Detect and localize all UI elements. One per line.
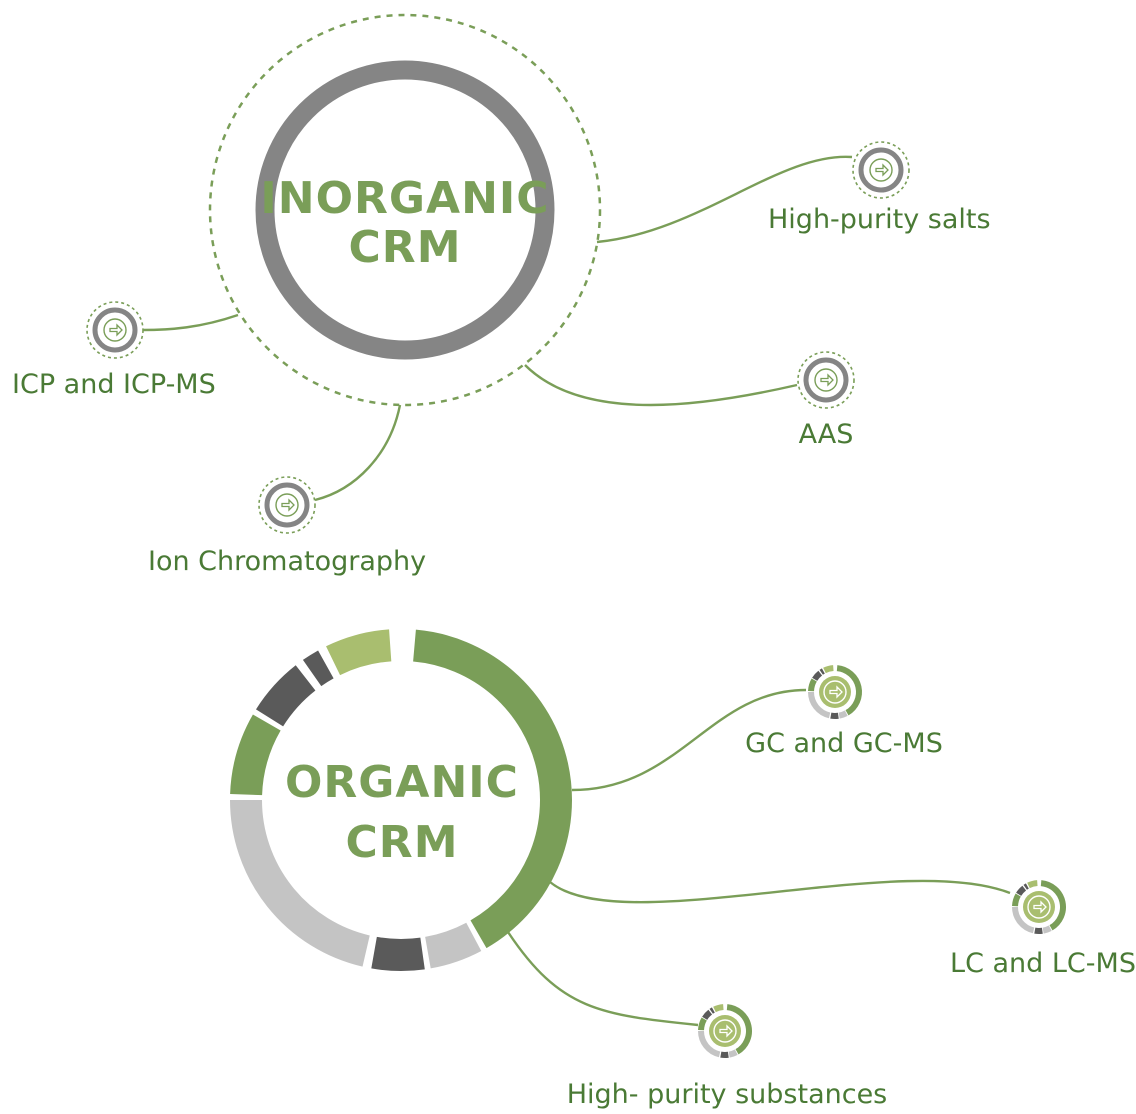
organic-hub: ORGANIC CRM bbox=[230, 629, 572, 971]
mini-ring-3-segment-8 bbox=[713, 1004, 724, 1013]
organic-ring-segment-8 bbox=[326, 629, 392, 676]
inorganic-ring bbox=[255, 60, 555, 360]
mini-ring-2-segment-5 bbox=[1012, 893, 1021, 907]
inorganic-hub: INORGANIC CRM bbox=[208, 13, 602, 407]
mini-ring-2-segment-2 bbox=[1042, 925, 1052, 934]
inorganic-title-line2: CRM bbox=[349, 222, 462, 273]
mini-ring-3-segment-1 bbox=[726, 1004, 752, 1055]
mini-ring-2-segment-7 bbox=[1023, 883, 1029, 890]
arrow-right-icon bbox=[709, 1015, 741, 1047]
mini-ring-1-segment-2 bbox=[838, 710, 848, 719]
organic-ring-segment-3 bbox=[371, 936, 425, 971]
mini-ring-3-segment-7 bbox=[709, 1007, 715, 1014]
connector-icp bbox=[141, 313, 239, 332]
inorganic-dashed-ring bbox=[208, 13, 602, 407]
label-icp: ICP and ICP-MS bbox=[12, 369, 216, 400]
arrow-right-icon bbox=[814, 368, 838, 392]
label-high-purity-substances: High- purity substances bbox=[567, 1079, 888, 1110]
connector-aas bbox=[524, 364, 798, 407]
organic-title-line2: CRM bbox=[346, 817, 459, 868]
mini-ring-1-segment-4 bbox=[808, 691, 831, 719]
node-aas[interactable] bbox=[797, 351, 855, 409]
connector-high-purity-substances bbox=[507, 931, 699, 1027]
mini-ring-3-segment-2 bbox=[728, 1049, 738, 1058]
mini-ring-2-segment-1 bbox=[1040, 880, 1066, 931]
organic-ring-segment-1 bbox=[412, 629, 572, 949]
label-aas: AAS bbox=[799, 419, 854, 450]
inorganic-title-line1: INORGANIC bbox=[260, 173, 549, 224]
mini-ring-1-segment-8 bbox=[823, 665, 834, 674]
label-gc: GC and GC-MS bbox=[745, 728, 943, 759]
node-icp[interactable] bbox=[86, 301, 144, 359]
mini-ring-2-segment-4 bbox=[1012, 906, 1035, 934]
arrow-right-icon bbox=[275, 493, 299, 517]
node-high-purity-salts[interactable] bbox=[852, 141, 910, 199]
mini-ring-1-segment-1 bbox=[836, 665, 862, 716]
mini-ring-1-segment-5 bbox=[808, 678, 817, 692]
arrow-right-icon bbox=[103, 318, 127, 342]
arrow-right-icon bbox=[869, 158, 893, 182]
mini-ring-3-segment-6 bbox=[702, 1009, 713, 1020]
organic-ring-segment-6 bbox=[255, 665, 316, 727]
mini-ring-3-segment-4 bbox=[698, 1030, 721, 1058]
organic-ring-segment-2 bbox=[424, 922, 482, 969]
mini-ring-2-segment-6 bbox=[1016, 885, 1027, 896]
node-gc[interactable] bbox=[808, 665, 862, 719]
node-ion-chromatography[interactable] bbox=[258, 476, 316, 534]
mini-ring-2-segment-8 bbox=[1027, 880, 1038, 889]
label-high-purity-salts: High-purity salts bbox=[768, 204, 991, 235]
organic-title-line1: ORGANIC bbox=[285, 757, 519, 808]
label-lc: LC and LC-MS bbox=[950, 948, 1136, 979]
mini-ring-1-segment-7 bbox=[819, 668, 825, 675]
node-lc[interactable] bbox=[1012, 880, 1066, 934]
organic-ring-segment-4 bbox=[230, 799, 371, 967]
arrow-right-icon bbox=[1023, 891, 1055, 923]
organic-ring-segment-7 bbox=[302, 650, 334, 687]
label-ion-chromatography: Ion Chromatography bbox=[148, 546, 426, 577]
organic-ring-segment-5 bbox=[230, 714, 281, 796]
node-high-purity-substances[interactable] bbox=[698, 1004, 752, 1058]
connector-high-purity-salts bbox=[596, 155, 853, 244]
mini-ring-3-segment-5 bbox=[698, 1017, 707, 1031]
connector-gc bbox=[571, 688, 807, 792]
connector-ion-chromatography bbox=[314, 404, 402, 502]
mini-ring-1-segment-6 bbox=[812, 670, 823, 681]
arrow-right-icon bbox=[819, 676, 851, 708]
connector-lc bbox=[549, 879, 1011, 904]
